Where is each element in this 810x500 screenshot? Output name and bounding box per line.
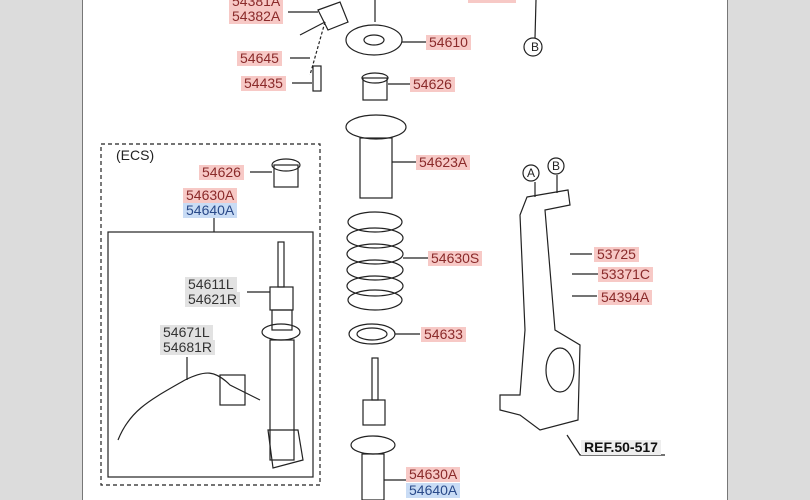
part-label-54435[interactable]: 54435 bbox=[241, 76, 286, 91]
callout-a: A bbox=[527, 166, 536, 180]
part-label-54381A[interactable]: 54381A bbox=[229, 0, 284, 9]
strut-assembly-drawing bbox=[350, 357, 396, 500]
part-label-54671L[interactable]: 54671L bbox=[160, 325, 213, 340]
bracket-drawing bbox=[317, 1, 349, 31]
part-label-54382A[interactable]: 54382A bbox=[229, 9, 284, 24]
callout-b: B bbox=[552, 159, 561, 173]
part-label-54623A[interactable]: 54623A bbox=[416, 155, 471, 170]
part-label-54645[interactable]: 54645 bbox=[237, 51, 282, 66]
part-label-54633[interactable]: 54633 bbox=[421, 327, 466, 342]
ref-leader bbox=[566, 434, 665, 456]
coil-spring-drawing bbox=[346, 211, 404, 311]
part-label-54630S[interactable]: 54630S bbox=[428, 251, 483, 266]
part-label-53725[interactable]: 53725 bbox=[594, 247, 639, 262]
right-margin-panel bbox=[727, 0, 810, 500]
part-label-54640A[interactable]: 54640A bbox=[406, 483, 461, 498]
part-label-54611L[interactable]: 54611L bbox=[185, 277, 237, 292]
dust-cover-drawing bbox=[345, 114, 407, 199]
part-label-54626[interactable]: 54626 bbox=[410, 77, 455, 92]
left-margin-panel bbox=[0, 0, 83, 500]
callout-b-top: B bbox=[531, 40, 540, 54]
part-label-54394A[interactable]: 54394A bbox=[598, 290, 653, 305]
ecs-part-label-54626[interactable]: 54626 bbox=[199, 165, 244, 180]
bump-stopper-drawing bbox=[361, 72, 389, 101]
ecs-strut-drawing bbox=[261, 241, 304, 469]
ecs-part-label-54630A[interactable]: 54630A bbox=[183, 188, 238, 203]
strut-mount-drawing bbox=[345, 24, 403, 56]
ecs-harness-drawing bbox=[117, 372, 261, 441]
ecs-bump-stopper-drawing bbox=[271, 158, 301, 188]
part-label-54621R[interactable]: 54621R bbox=[185, 292, 241, 307]
ecs-part-label-54640A[interactable]: 54640A bbox=[183, 203, 238, 218]
part-label-truncated[interactable] bbox=[468, 0, 516, 3]
reference-link[interactable]: REF.50-517 bbox=[581, 440, 661, 455]
ecs-strut-box bbox=[107, 231, 314, 478]
part-label-54681R[interactable]: 54681R bbox=[160, 340, 216, 355]
ecs-group-label: (ECS) bbox=[116, 147, 155, 163]
part-label-54630A[interactable]: 54630A bbox=[406, 467, 461, 482]
part-label-53371C[interactable]: 53371C bbox=[598, 267, 654, 282]
spring-seat-drawing bbox=[348, 323, 396, 345]
steering-knuckle-drawing bbox=[499, 189, 581, 431]
part-label-54610[interactable]: 54610 bbox=[426, 35, 471, 50]
